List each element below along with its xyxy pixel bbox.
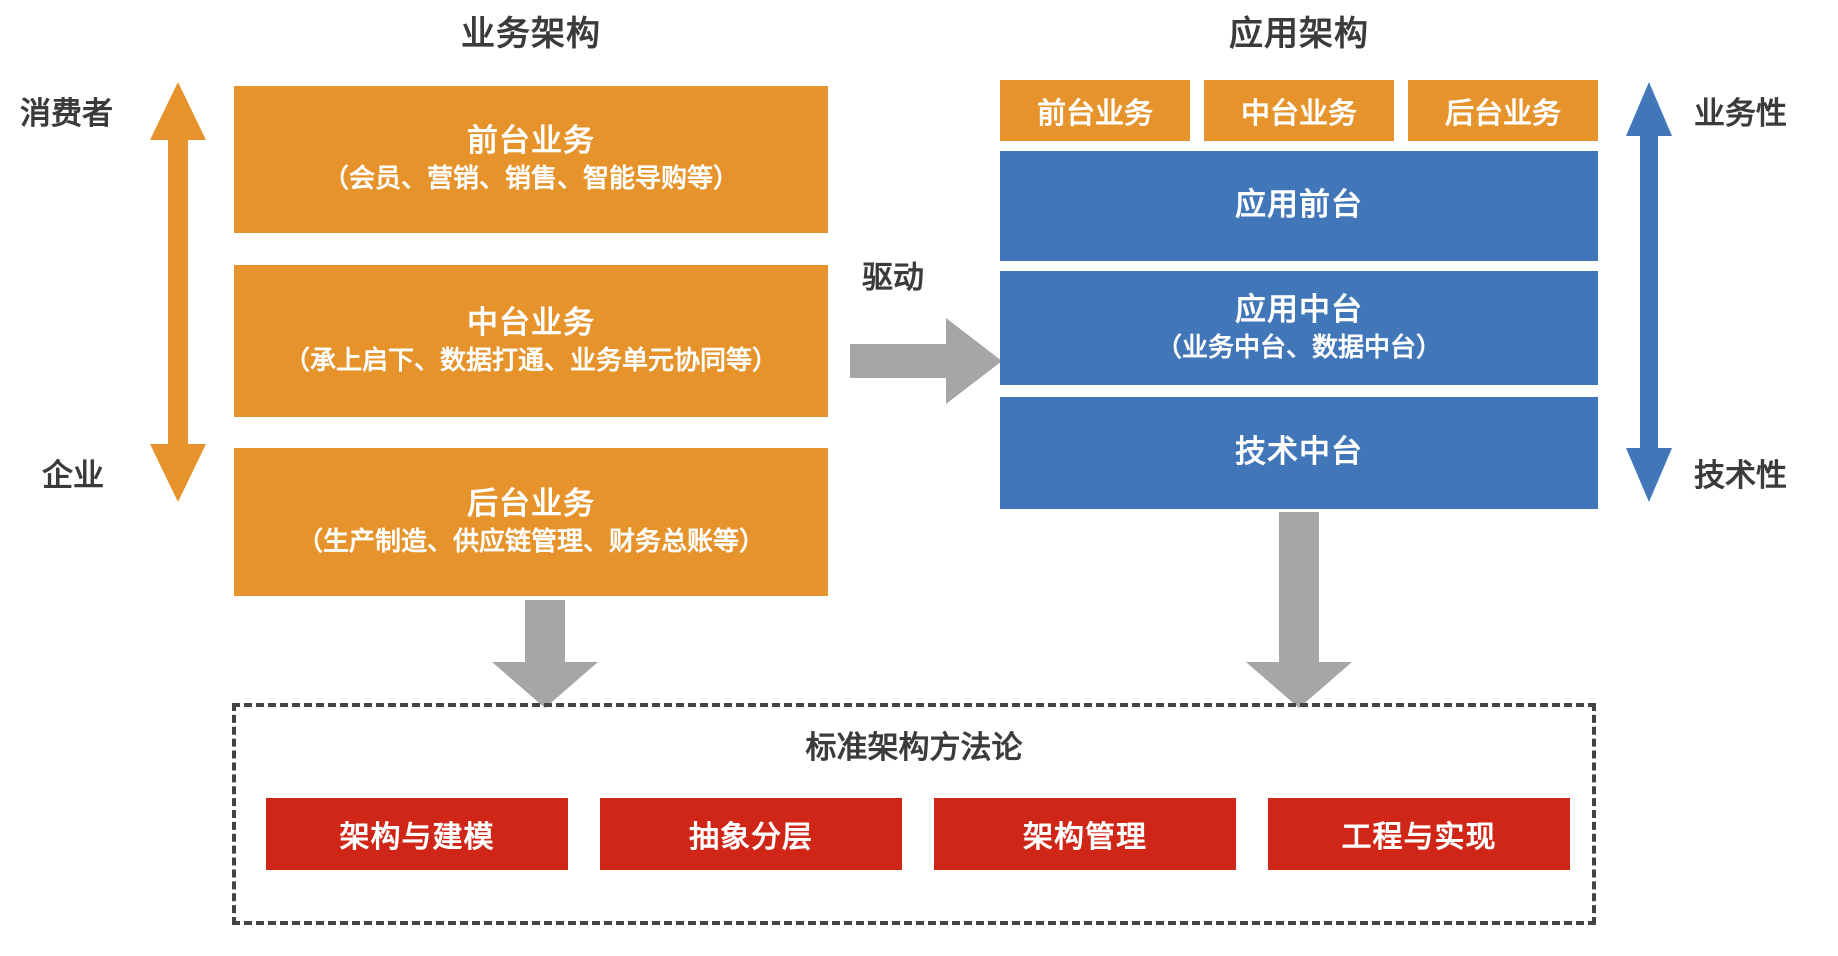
methodology-item-architecture-governance-label: 架构管理 xyxy=(1023,820,1147,855)
business-to-technology-axis-arrow xyxy=(1622,80,1676,504)
business-layer-front-office-subtitle: （会员、营销、销售、智能导购等） xyxy=(322,164,739,195)
methodology-item-abstraction-layering-label: 抽象分层 xyxy=(689,820,813,855)
application-layer-middle-platform-subtitle: （业务中台、数据中台） xyxy=(1155,332,1442,363)
application-chip-back-office-label: 后台业务 xyxy=(1444,95,1561,130)
application-chip-front-office-label: 前台业务 xyxy=(1036,95,1153,130)
business-layer-middle-office-title: 中台业务 xyxy=(467,304,595,341)
application-chip-front-office[interactable]: 前台业务 xyxy=(1000,80,1190,141)
application-layer-technology-platform-title: 技术中台 xyxy=(1235,434,1363,471)
application-architecture-title: 应用架构 xyxy=(1229,14,1369,54)
axis-label-consumer: 消费者 xyxy=(20,96,113,132)
application-layer-front-platform-title: 应用前台 xyxy=(1235,187,1363,224)
business-layer-middle-office-subtitle: （承上启下、数据打通、业务单元协同等） xyxy=(283,345,778,376)
methodology-item-abstraction-layering[interactable]: 抽象分层 xyxy=(600,798,902,870)
consumer-to-enterprise-axis-arrow xyxy=(140,80,216,504)
application-chip-middle-office-label: 中台业务 xyxy=(1240,95,1357,130)
business-layer-middle-office[interactable]: 中台业务 （承上启下、数据打通、业务单元协同等） xyxy=(234,265,828,417)
application-to-methodology-down-arrow-icon xyxy=(1242,512,1356,708)
methodology-frame xyxy=(232,703,1596,925)
methodology-item-engineering-and-implementation[interactable]: 工程与实现 xyxy=(1268,798,1570,870)
methodology-item-engineering-and-implementation-label: 工程与实现 xyxy=(1341,820,1497,855)
application-layer-middle-platform[interactable]: 应用中台 （业务中台、数据中台） xyxy=(1000,271,1598,385)
application-chip-back-office[interactable]: 后台业务 xyxy=(1408,80,1598,141)
axis-label-technical-nature: 技术性 xyxy=(1694,458,1787,494)
business-layer-back-office[interactable]: 后台业务 （生产制造、供应链管理、财务总账等） xyxy=(234,448,828,596)
application-layer-front-platform[interactable]: 应用前台 xyxy=(1000,151,1598,261)
application-layer-technology-platform[interactable]: 技术中台 xyxy=(1000,397,1598,509)
methodology-item-architecture-governance[interactable]: 架构管理 xyxy=(934,798,1236,870)
methodology-item-architecture-and-modeling[interactable]: 架构与建模 xyxy=(266,798,568,870)
axis-label-business-nature: 业务性 xyxy=(1694,96,1787,132)
application-chip-middle-office[interactable]: 中台业务 xyxy=(1204,80,1394,141)
business-to-methodology-down-arrow-icon xyxy=(488,600,602,708)
methodology-item-architecture-and-modeling-label: 架构与建模 xyxy=(339,820,495,855)
methodology-title: 标准架构方法论 xyxy=(805,730,1023,766)
connector-label-drive: 驱动 xyxy=(862,260,924,296)
business-layer-front-office-title: 前台业务 xyxy=(467,123,595,160)
business-layer-back-office-subtitle: （生产制造、供应链管理、财务总账等） xyxy=(296,526,765,557)
business-layer-back-office-title: 后台业务 xyxy=(467,485,595,522)
business-layer-front-office[interactable]: 前台业务 （会员、营销、销售、智能导购等） xyxy=(234,86,828,233)
application-layer-middle-platform-title: 应用中台 xyxy=(1235,291,1363,328)
axis-label-enterprise: 企业 xyxy=(42,458,104,494)
drive-arrow-right-icon xyxy=(850,318,1002,404)
business-architecture-title: 业务架构 xyxy=(461,14,601,54)
